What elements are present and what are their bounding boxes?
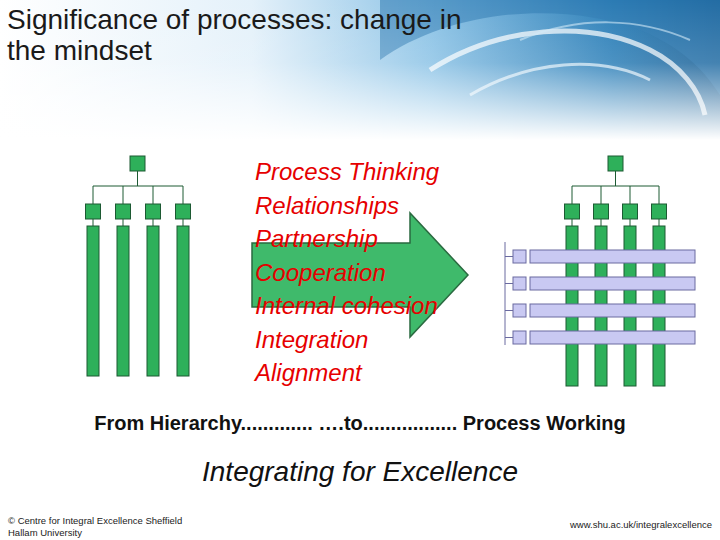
process-chart [505, 156, 695, 386]
keyword-item: Cooperation [255, 259, 386, 287]
web-address: www.shu.ac.uk/integralexcellence [570, 519, 712, 531]
slide-caption: Integrating for Excellence [202, 456, 518, 488]
slide-title: Significance of processes: change in the… [7, 4, 482, 66]
keyword-item: Alignment [255, 359, 362, 387]
keyword-item: Integration [255, 326, 368, 354]
block-arrow [252, 213, 468, 337]
wave-banner [0, 0, 720, 140]
keyword-item: Internal cohesion [255, 292, 438, 320]
keyword-item: Partnership [255, 225, 378, 253]
hierarchy-chart [86, 156, 191, 376]
copyright-note: © Centre for Integral Excellence Sheffie… [8, 515, 183, 539]
keyword-item: Relationships [255, 192, 399, 220]
transition-line: From Hierarchy............. ….to........… [94, 412, 626, 435]
keyword-item: Process Thinking [255, 158, 439, 186]
